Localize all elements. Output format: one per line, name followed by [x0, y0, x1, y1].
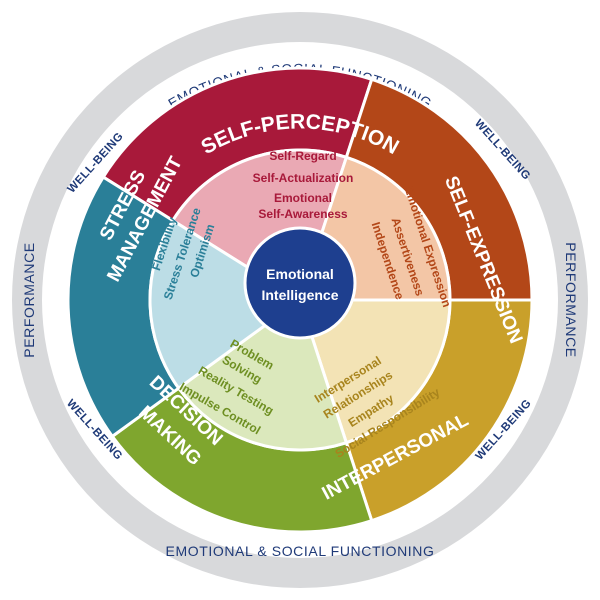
skill-self-awareness: Self-Awareness — [258, 207, 347, 221]
skill-self-actualization: Self-Actualization — [253, 171, 354, 185]
center-circle — [243, 226, 357, 340]
center-label-line1: Emotional — [266, 266, 334, 282]
outer-label-left: PERFORMANCE — [21, 242, 37, 358]
sector-stress-management — [148, 218, 303, 391]
outer-label-right: PERFORMANCE — [563, 242, 579, 358]
sector-interpersonal — [297, 298, 452, 445]
skill-self-regard: Self-Regard — [269, 149, 336, 163]
outer-label-bottom: EMOTIONAL & SOCIAL FUNCTIONING — [166, 543, 435, 559]
skills-self-perception: Self-Regard Self-Actualization Emotional… — [253, 149, 354, 221]
category-bands — [66, 66, 534, 534]
skill-emotional: Emotional — [274, 191, 332, 205]
center-label-line2: Intelligence — [261, 287, 338, 303]
